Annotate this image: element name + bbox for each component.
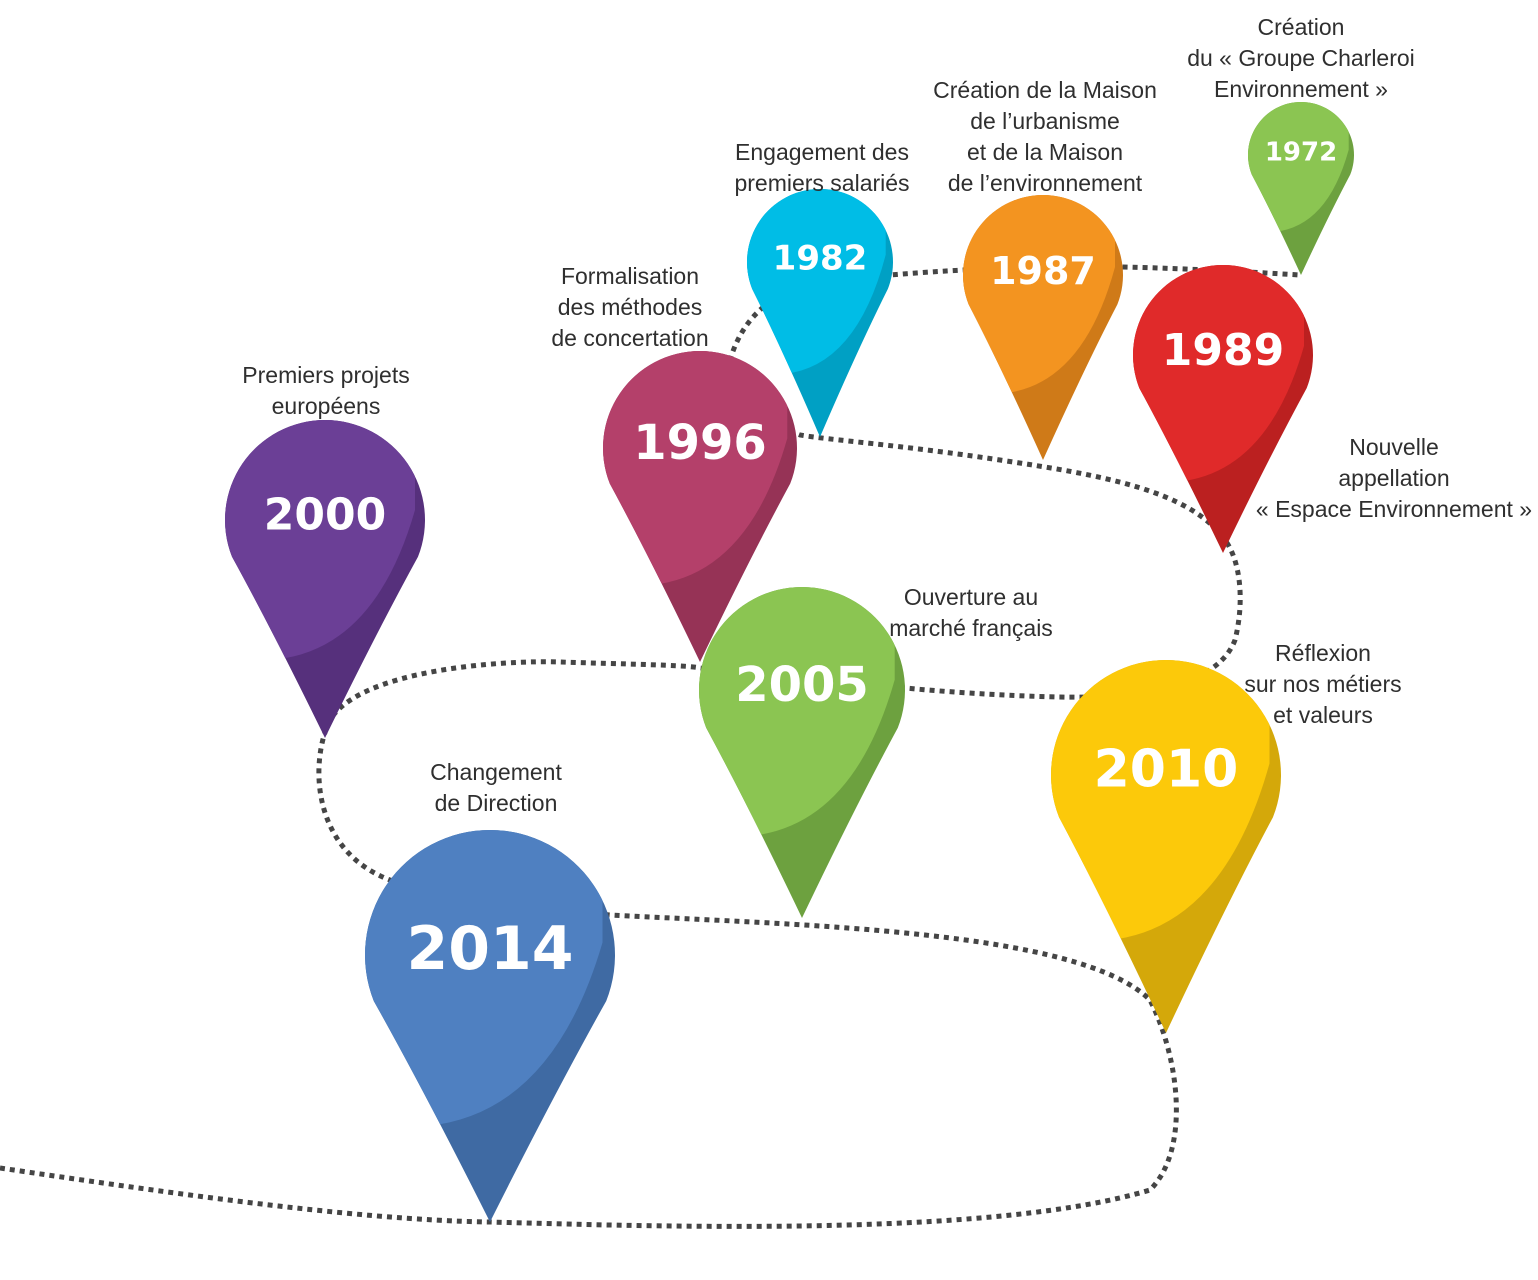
pin-highlight bbox=[225, 420, 415, 660]
pin-2005: 2005 bbox=[699, 587, 905, 918]
pin-1972: 1972 bbox=[1247, 102, 1354, 276]
milestone-label-2000: Premiers projets européens bbox=[242, 360, 409, 422]
label-line: Ouverture au bbox=[903, 584, 1039, 610]
pin-2014: 2014 bbox=[365, 830, 615, 1222]
milestone-label-1989: Nouvelle appellation « Espace Environnemen… bbox=[1256, 432, 1532, 525]
milestone-year: 2014 bbox=[407, 914, 574, 984]
label-line: du « Groupe Charleroi bbox=[1187, 45, 1415, 71]
pin-1982: 1982 bbox=[747, 189, 894, 437]
label-line: marché français bbox=[889, 615, 1053, 641]
milestone-year: 1989 bbox=[1162, 325, 1284, 376]
label-line: Premiers projets bbox=[242, 362, 410, 388]
milestone-label-2005: Ouverture au marché français bbox=[889, 582, 1053, 644]
milestone-year: 1987 bbox=[990, 249, 1096, 293]
pin-highlight bbox=[699, 587, 895, 836]
pin-1989: 1989 bbox=[1133, 264, 1314, 553]
pin-highlight bbox=[1051, 659, 1270, 941]
label-line: sur nos métiers bbox=[1244, 671, 1402, 697]
label-line: Réflexion bbox=[1275, 640, 1371, 666]
pin-highlight bbox=[603, 351, 788, 585]
milestone-year: 2010 bbox=[1094, 739, 1239, 799]
pin-highlight bbox=[963, 195, 1115, 394]
milestone-year: 2000 bbox=[264, 490, 386, 541]
label-line: Environnement » bbox=[1214, 76, 1388, 102]
pin-highlight bbox=[1247, 102, 1349, 232]
label-line: de Direction bbox=[434, 790, 558, 816]
milestone-year: 1996 bbox=[633, 415, 767, 471]
milestone-label-1982: Engagement des premiers salariés bbox=[734, 137, 909, 199]
milestone-label-2014: Changement de Direction bbox=[430, 757, 562, 819]
label-line: Création bbox=[1257, 14, 1345, 40]
pin-2000: 2000 bbox=[225, 420, 425, 738]
label-line: Création de la Maison bbox=[933, 77, 1157, 103]
label-line: et de la Maison bbox=[967, 139, 1123, 165]
label-line: « Espace Environnement » bbox=[1255, 496, 1533, 522]
label-line: premiers salariés bbox=[734, 170, 910, 196]
label-line: européens bbox=[271, 393, 381, 419]
pin-highlight bbox=[365, 830, 603, 1126]
pin-highlight bbox=[1133, 264, 1304, 482]
label-line: de l’urbanisme bbox=[970, 108, 1120, 134]
pin-1987: 1987 bbox=[963, 195, 1123, 460]
milestone-label-1987: Création de la Maison de l’urbanisme et de… bbox=[933, 75, 1157, 199]
label-line: Formalisation bbox=[560, 263, 700, 289]
pin-2010: 2010 bbox=[1051, 659, 1281, 1033]
label-line: Changement bbox=[430, 759, 562, 785]
label-line: de concertation bbox=[551, 325, 709, 351]
label-line: Nouvelle bbox=[1349, 434, 1439, 460]
milestone-year: 1982 bbox=[773, 238, 868, 278]
pin-1996: 1996 bbox=[603, 351, 797, 662]
milestone-year: 1972 bbox=[1265, 137, 1337, 167]
label-line: de l’environnement bbox=[947, 170, 1143, 196]
milestone-year: 2005 bbox=[735, 657, 869, 713]
pin-highlight bbox=[747, 189, 886, 374]
milestone-label-2010: Réflexion sur nos métiers et valeurs bbox=[1244, 638, 1401, 731]
label-line: Engagement des bbox=[735, 139, 909, 165]
label-line: appellation bbox=[1338, 465, 1450, 491]
dotted-timeline-path bbox=[0, 263, 1301, 1229]
label-line: et valeurs bbox=[1273, 702, 1373, 728]
milestone-label-1996: Formalisation des méthodes de concertation bbox=[551, 261, 708, 354]
label-line: des méthodes bbox=[557, 294, 703, 320]
